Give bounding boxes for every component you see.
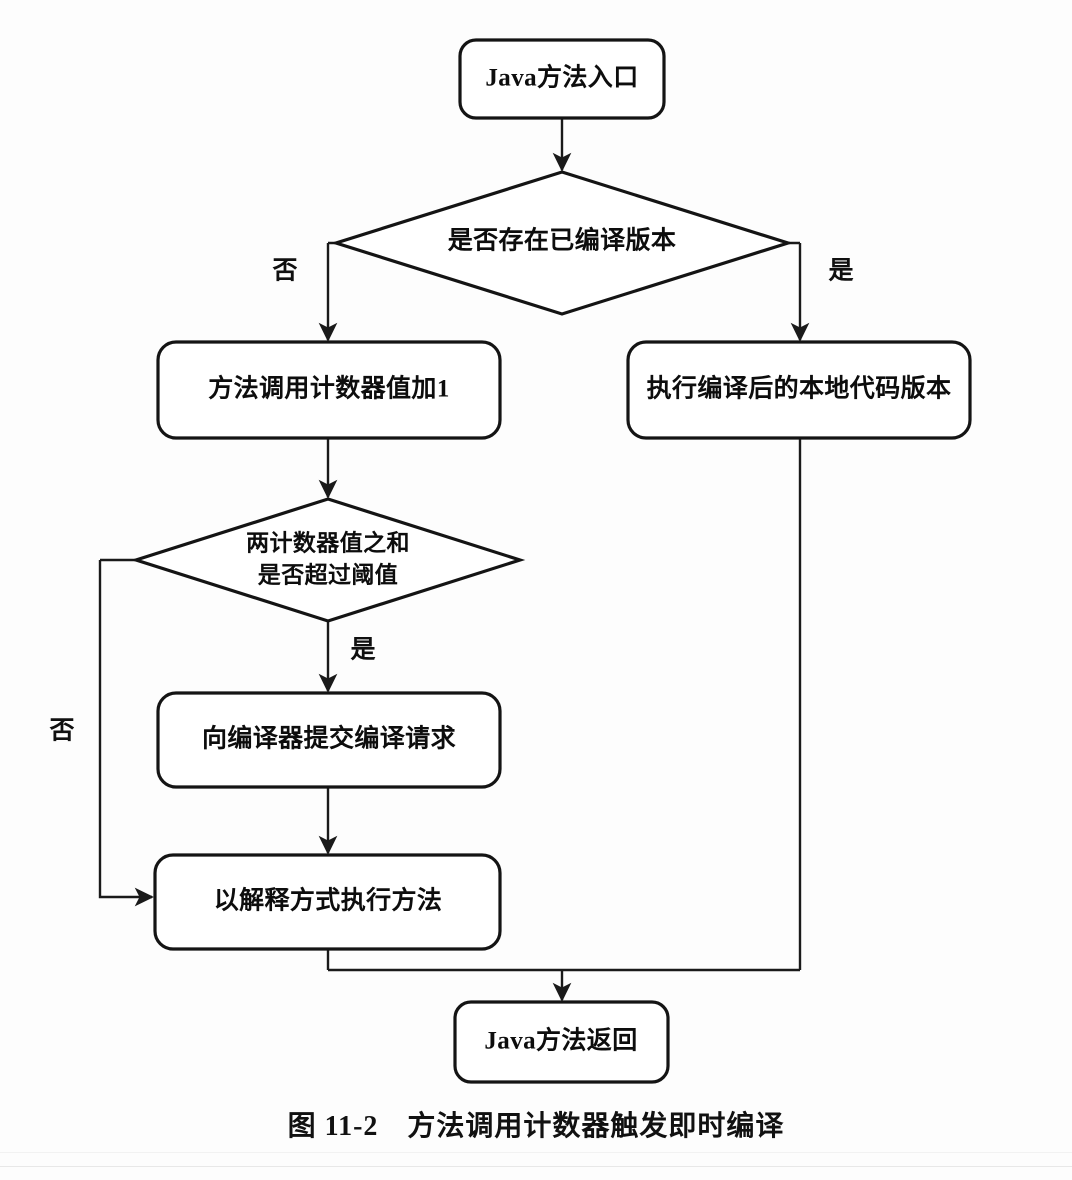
node-decision-threshold-shape [130, 497, 526, 623]
node-submit-compile-label: 向编译器提交编译请求 [202, 724, 456, 753]
node-decision-compiled[interactable]: 是否存在已编译版本 [330, 170, 794, 316]
node-interpret-exec[interactable]: 以解释方式执行方法 [153, 853, 502, 951]
node-decision-threshold-label-line1: 两计数器值之和 [246, 529, 410, 555]
flowchart-diagram: Java方法入口 是否存在已编译版本 方法调用计数器值加1 执行编译后的本地代码… [48, 38, 972, 1084]
page-rule-lower [0, 1166, 1072, 1167]
node-start-label: Java方法入口 [485, 63, 638, 92]
node-submit-compile-shape [156, 691, 502, 789]
node-run-native-shape [626, 340, 972, 440]
node-start[interactable]: Java方法入口 [458, 38, 666, 120]
node-end-shape [453, 1000, 670, 1084]
edge-label-compiled-no: 否 [271, 258, 297, 285]
node-interpret-exec-shape [153, 853, 502, 951]
node-run-native-label: 执行编译后的本地代码版本 [647, 374, 952, 403]
node-decision-compiled-shape [330, 170, 794, 316]
node-submit-compile[interactable]: 向编译器提交编译请求 [156, 691, 502, 789]
node-counter-increment-label: 方法调用计数器值加1 [208, 374, 450, 403]
edge-label-compiled-yes: 是 [828, 258, 853, 285]
node-end[interactable]: Java方法返回 [453, 1000, 670, 1084]
node-decision-threshold-label-line2: 是否超过阈值 [258, 561, 398, 587]
node-counter-increment-shape [156, 340, 502, 440]
node-start-shape [458, 38, 666, 120]
node-counter-increment[interactable]: 方法调用计数器值加1 [156, 340, 502, 440]
node-decision-compiled-label: 是否存在已编译版本 [448, 226, 677, 255]
edge-label-threshold-yes: 是 [350, 637, 375, 664]
edge-threshold-no-loop [98, 560, 154, 907]
node-decision-threshold[interactable]: 两计数器值之和 是否超过阈值 [130, 497, 526, 623]
node-run-native[interactable]: 执行编译后的本地代码版本 [626, 340, 972, 440]
page-rule-upper [0, 1152, 1072, 1153]
node-interpret-exec-label: 以解释方式执行方法 [214, 886, 443, 915]
figure-caption: 图 11-2 方法调用计数器触发即时编译 [287, 1111, 785, 1142]
node-end-label: Java方法返回 [484, 1026, 637, 1055]
edge-label-threshold-no: 否 [48, 718, 74, 745]
